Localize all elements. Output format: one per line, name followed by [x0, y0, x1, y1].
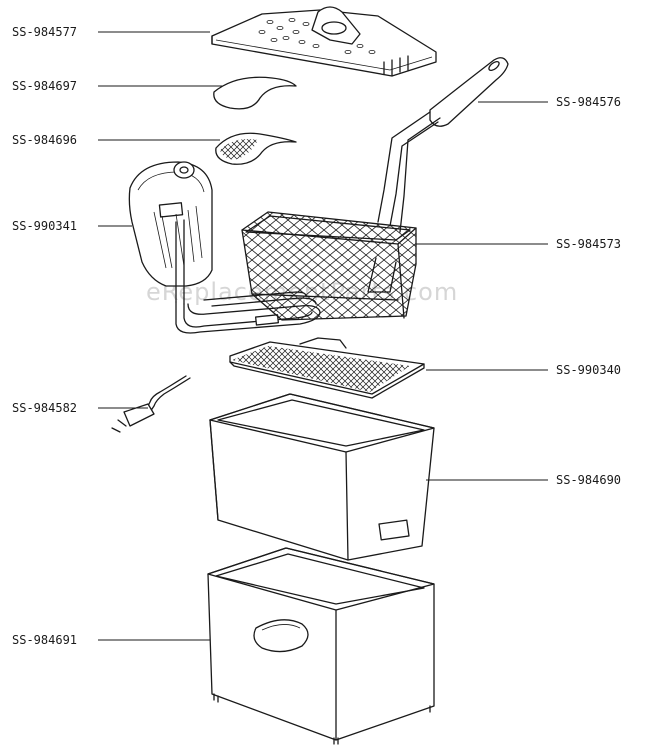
grid-drawing [229, 337, 425, 399]
power-cord-drawing [111, 375, 191, 433]
part-label-housing: SS-984691 [12, 633, 77, 647]
lid-drawing [211, 6, 437, 77]
basket-handle-drawing [377, 57, 509, 233]
filter-cover-drawing [213, 76, 297, 110]
part-label-control-unit: SS-990341 [12, 219, 77, 233]
filter-drawing [215, 132, 297, 165]
part-label-frying-basket: SS-984573 [556, 237, 621, 251]
part-label-lid: SS-984577 [12, 25, 77, 39]
frying-basket-drawing [241, 211, 417, 321]
part-label-power-cord: SS-984582 [12, 401, 77, 415]
oil-container-drawing [209, 393, 435, 561]
part-label-filter-cover: SS-984697 [12, 79, 77, 93]
leader-lines [98, 31, 548, 641]
housing-drawing [207, 547, 435, 745]
part-label-filter: SS-984696 [12, 133, 77, 147]
part-label-basket-handle: SS-984576 [556, 95, 621, 109]
part-label-oil-container: SS-984690 [556, 473, 621, 487]
part-label-grid: SS-990340 [556, 363, 621, 377]
part-labels: SS-984577 SS-984697 SS-984696 SS-990341 … [12, 25, 621, 647]
